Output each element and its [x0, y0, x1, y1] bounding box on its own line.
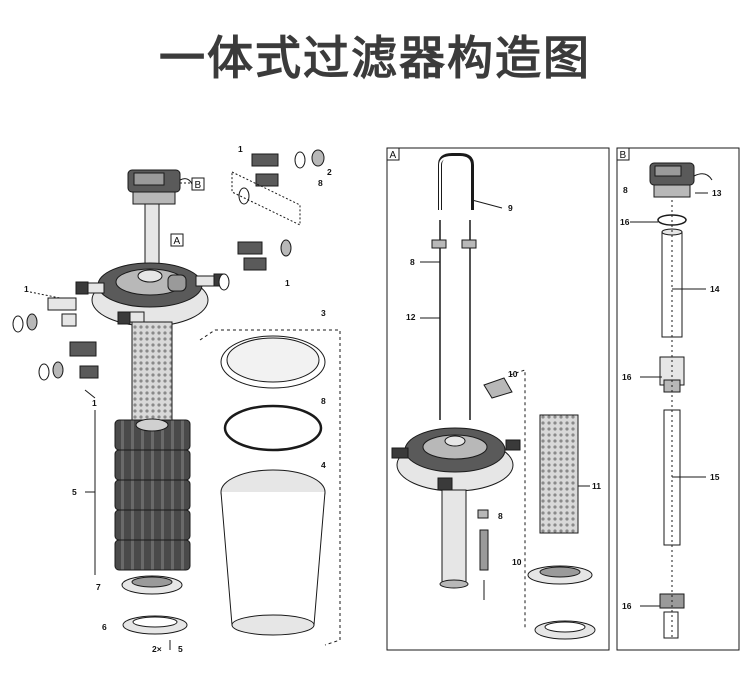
o-ring — [223, 404, 323, 452]
callout-1-right: 1 — [285, 278, 290, 288]
panel-a-callout-11: 11 — [592, 481, 601, 491]
panel-b-callout-16-low: 16 — [622, 601, 632, 611]
panel-a-callout-10-top: 10 — [508, 369, 518, 379]
mesh-cylinder — [131, 321, 173, 423]
ref-tag-a: A — [174, 236, 181, 247]
main-exploded-view — [12, 149, 341, 650]
panel-b: B 8 — [616, 147, 740, 651]
callout-6: 6 — [102, 622, 107, 632]
callout-2-top: 2 — [327, 167, 332, 177]
callout-5-small: 5 — [178, 644, 183, 654]
callout-8-top: 8 — [318, 178, 323, 188]
callout-2x: 2× — [152, 644, 162, 654]
panel-a: A — [386, 147, 610, 651]
panel-a-callout-12: 12 — [406, 312, 416, 322]
page-title: 一体式过滤器构造图 — [159, 31, 591, 85]
panel-a-callout-9: 9 — [508, 203, 513, 213]
callout-3: 3 — [321, 308, 326, 318]
filter-head — [75, 262, 225, 327]
uv-unit — [127, 169, 193, 265]
panel-a-tag: A — [390, 150, 397, 161]
callout-1-left: 1 — [24, 284, 29, 294]
callout-4: 4 — [321, 460, 326, 470]
main-callouts: 1 8 2 1 1 1 3 8 4 5 7 6 2× 5 — [24, 144, 332, 654]
panel-b-tag: B — [620, 150, 627, 161]
panel-b-callout-16-mid: 16 — [622, 372, 632, 382]
container — [220, 469, 326, 636]
left-fittings — [12, 291, 99, 399]
right-fittings — [218, 149, 325, 291]
callout-8-mid: 8 — [321, 396, 326, 406]
panel-b-callout-16-top: 16 — [620, 217, 630, 227]
ref-tag-b: B — [195, 180, 202, 191]
panel-b-callout-14: 14 — [710, 284, 720, 294]
panel-b-callout-13: 13 — [712, 188, 722, 198]
foam-stack — [114, 418, 191, 571]
callout-1-top: 1 — [238, 144, 243, 154]
panel-b-callout-8: 8 — [623, 185, 628, 195]
callout-1-left-low: 1 — [92, 398, 97, 408]
panel-a-callout-8: 8 — [410, 257, 415, 267]
panel-b-callout-15: 15 — [710, 472, 720, 482]
callout-5: 5 — [72, 487, 77, 497]
callout-7: 7 — [96, 582, 101, 592]
panel-a-callout-8-low: 8 — [498, 511, 503, 521]
panel-a-callout-10-low: 10 — [512, 557, 522, 567]
